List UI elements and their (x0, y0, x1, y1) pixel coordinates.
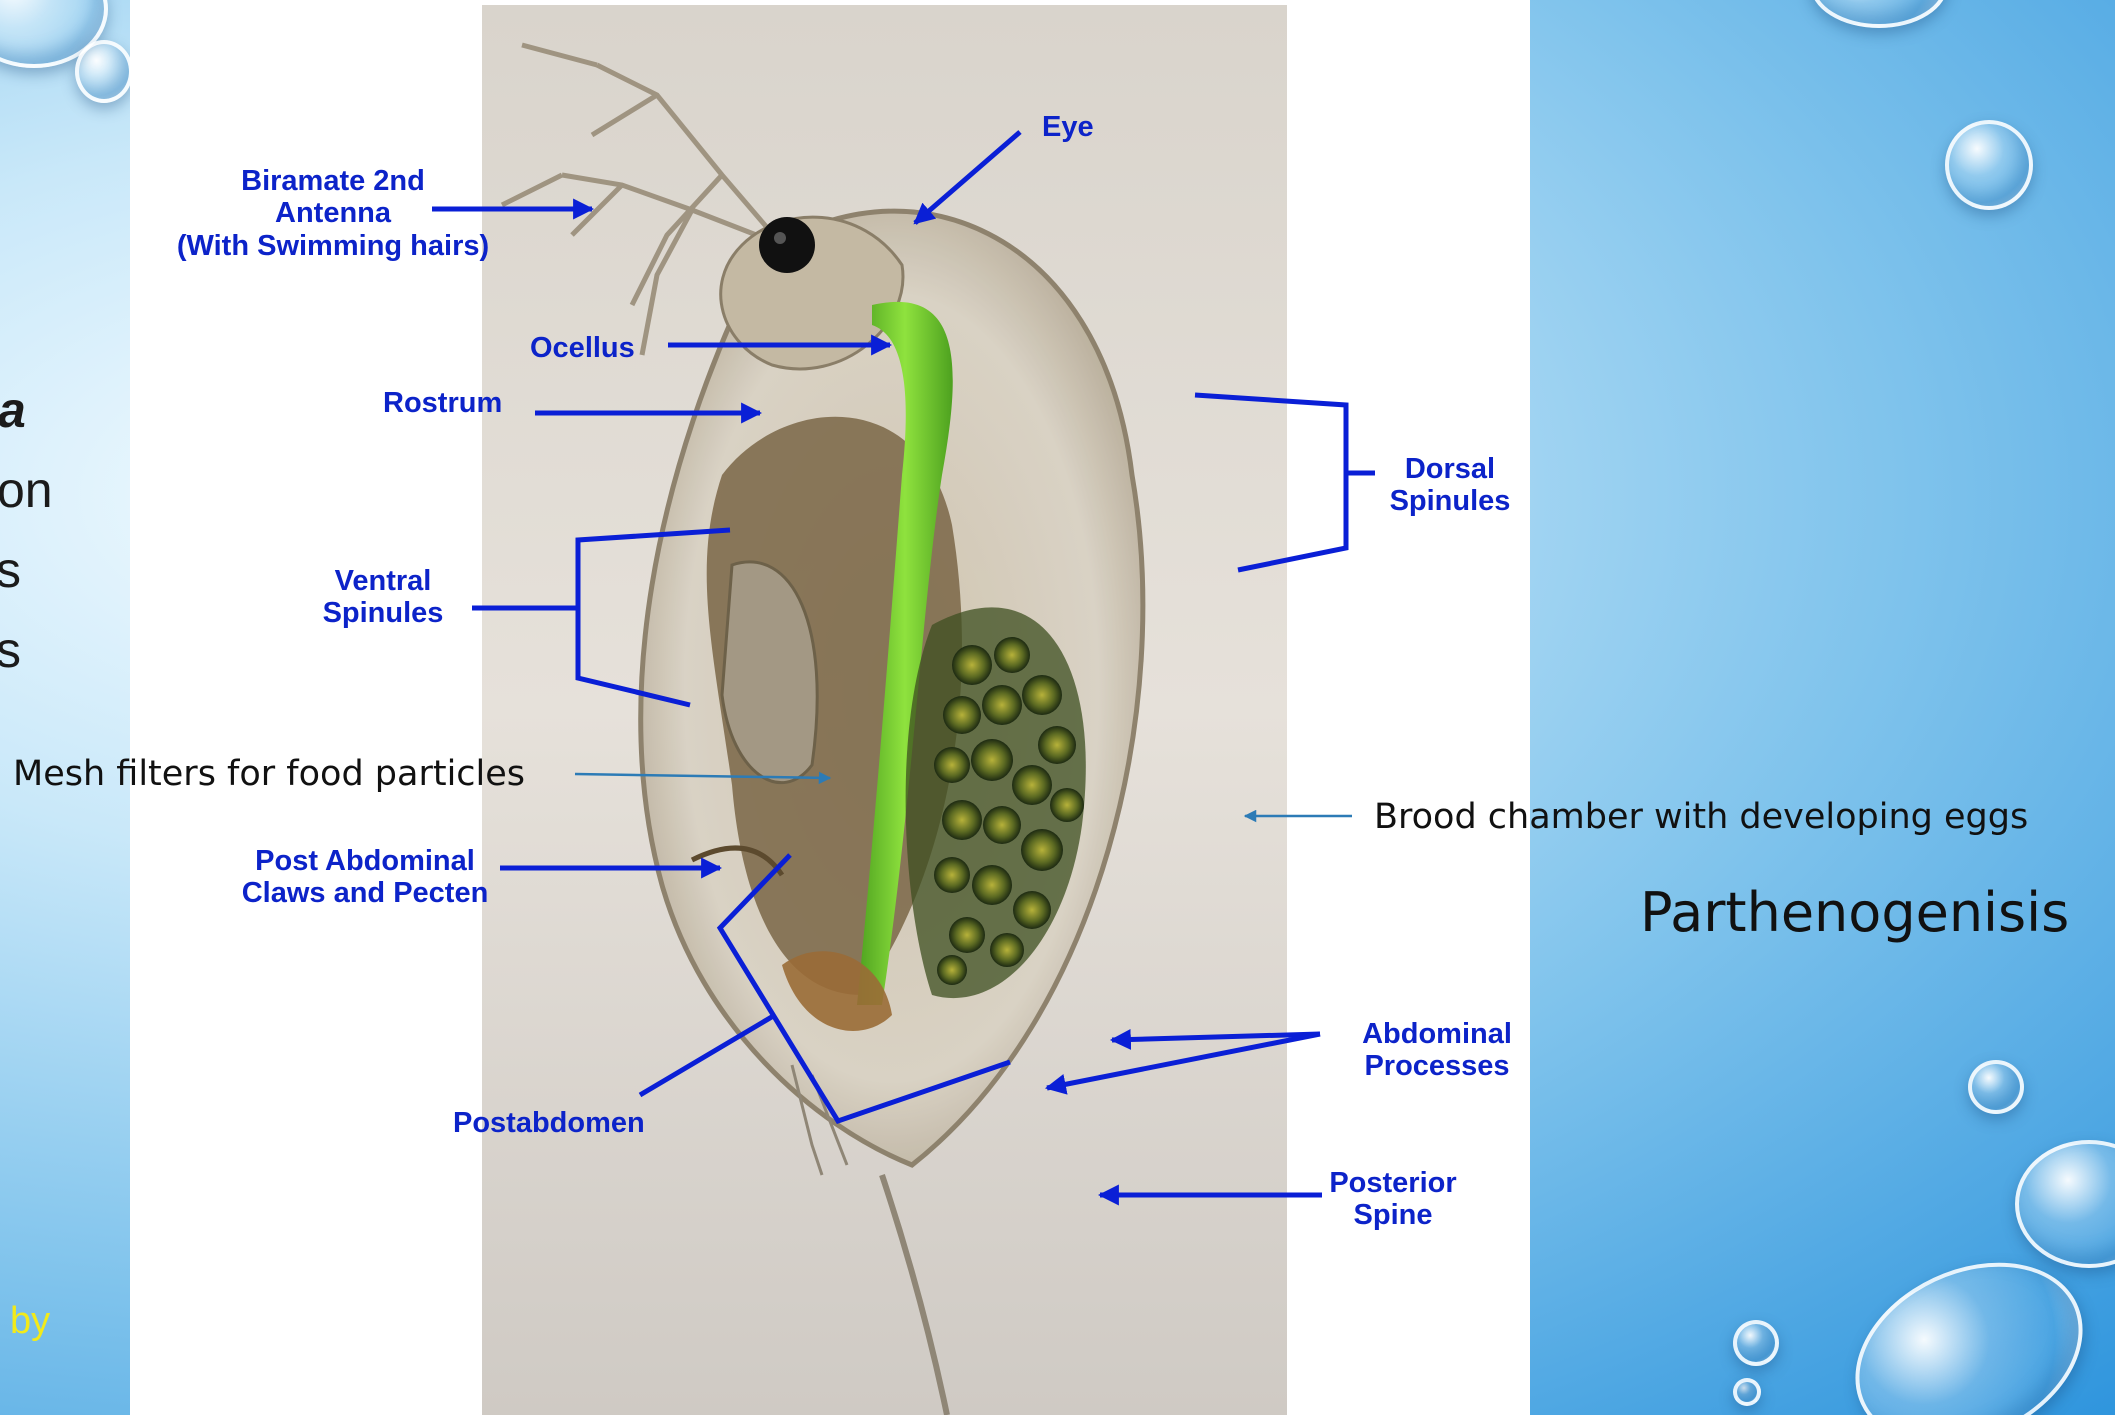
label-arrows (432, 132, 1375, 1195)
ventral-bracket (578, 530, 730, 705)
ventral-label-line1: Ventral (335, 565, 432, 597)
ocellus-label: Ocellus (530, 332, 635, 364)
posterior-spine-label-line1: Posterior (1329, 1167, 1456, 1199)
postabdomen-connector (640, 1015, 775, 1095)
posterior-spine-label-line2: Spine (1354, 1199, 1433, 1231)
antenna-label-line2: Antenna (275, 197, 392, 229)
parthenogenesis-heading: Parthenogenisis (1640, 881, 2069, 944)
abdominal-label-line2: Processes (1364, 1050, 1509, 1082)
antenna-label-line1: Biramate 2nd (241, 165, 425, 197)
post-abdominal-label-line2: Claws and Pecten (242, 877, 489, 909)
mesh-filter-note: Mesh filters for food particles (13, 754, 525, 794)
rostrum-label: Rostrum (383, 387, 502, 419)
dorsal-label-line2: Spinules (1390, 485, 1511, 517)
ventral-label-line2: Spinules (323, 597, 444, 629)
antenna-label-line3: (With Swimming hairs) (177, 230, 489, 262)
brood-chamber-note: Brood chamber with developing eggs (1374, 797, 2028, 837)
abdominal-arrow-lower (1047, 1034, 1320, 1088)
postabdomen-label: Postabdomen (453, 1107, 645, 1139)
dorsal-bracket (1195, 395, 1346, 570)
eye-arrow (915, 132, 1020, 223)
dorsal-label-line1: Dorsal (1405, 453, 1495, 485)
mesh-arrow (575, 774, 830, 778)
postabdomen-bracket (720, 855, 1010, 1121)
abdominal-label-line1: Abdominal (1362, 1018, 1512, 1050)
eye-label: Eye (1042, 111, 1094, 143)
post-abdominal-label-line1: Post Abdominal (255, 845, 475, 877)
